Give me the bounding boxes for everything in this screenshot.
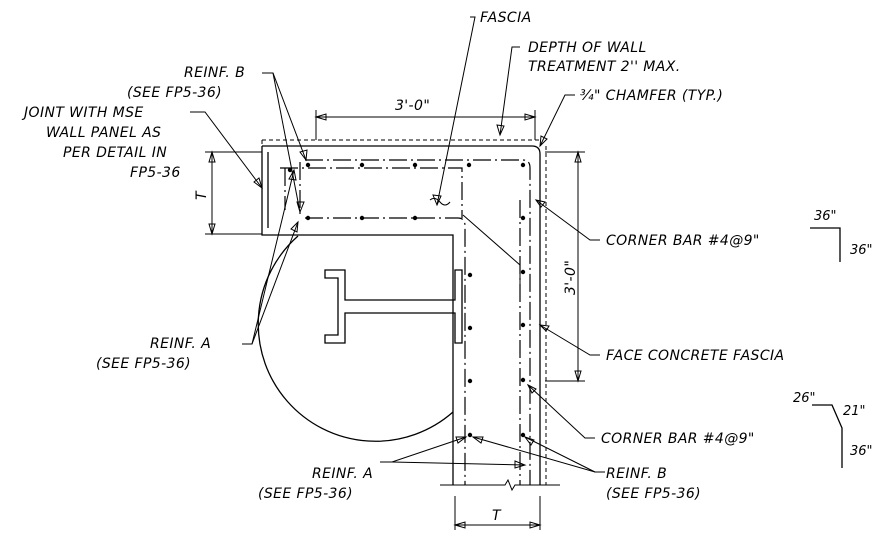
dim-right-label: 3'-0" xyxy=(563,260,579,295)
concrete-fascia-outline xyxy=(261,145,541,485)
rebar-dot xyxy=(520,162,526,168)
rebar-dot xyxy=(520,377,526,383)
rebar-dot xyxy=(412,215,418,221)
reinf-b-top-label-1: REINF. B xyxy=(184,65,245,81)
depth-of-wall-label-2: TREATMENT 2'' MAX. xyxy=(528,59,681,75)
bottom-break-line xyxy=(440,478,560,492)
rebar-dot xyxy=(467,272,473,278)
joint-label-4: FP5-36 xyxy=(130,165,181,181)
rebar-dot xyxy=(520,269,526,275)
rebar-dot xyxy=(466,162,472,168)
rebar-dot xyxy=(467,325,473,331)
bar-lower-top-right-dim: 21" xyxy=(843,404,866,419)
bar-upper-side-dim: 36" xyxy=(850,243,873,258)
rebar-dot xyxy=(412,162,418,168)
rebar-dot xyxy=(287,167,293,173)
reinf-b-top-label-2: (SEE FP5-36) xyxy=(127,85,222,101)
leader-lines xyxy=(190,16,605,473)
reinf-b-bottom-label-2: (SEE FP5-36) xyxy=(606,486,701,502)
rebar-dot xyxy=(359,215,365,221)
joint-label-2: WALL PANEL AS xyxy=(46,125,161,141)
rebar-dot xyxy=(467,432,473,438)
joint-label-1: JOINT WITH MSE xyxy=(21,105,144,121)
rebar-dot xyxy=(520,322,526,328)
reinf-a-left-label-1: REINF. A xyxy=(150,336,211,352)
rebar-dot xyxy=(467,378,473,384)
depth-of-wall-label-1: DEPTH OF WALL xyxy=(528,40,647,56)
steel-beam-and-void xyxy=(257,197,463,442)
bar-lower-side-dim: 36" xyxy=(850,444,873,459)
rebar-dot xyxy=(305,162,311,168)
dim-top-label: 3'-0" xyxy=(395,98,430,114)
joint-label-3: PER DETAIL IN xyxy=(63,145,167,161)
rebar-dot xyxy=(359,162,365,168)
rebar-dots xyxy=(287,162,526,438)
reinf-b-bottom-label-1: REINF. B xyxy=(606,466,667,482)
face-concrete-label: FACE CONCRETE FASCIA xyxy=(606,348,785,364)
corner-bar-upper-label: CORNER BAR #4@9" xyxy=(606,233,760,249)
bar-shape-lower xyxy=(812,404,843,468)
dim-t-bottom-label: T xyxy=(492,508,502,524)
bar-shape-upper xyxy=(810,227,841,262)
fascia-label: FASCIA xyxy=(480,10,532,26)
reinf-a-bottom-label-2: (SEE FP5-36) xyxy=(258,486,353,502)
reinf-a-bottom-label-1: REINF. A xyxy=(312,466,373,482)
reinforcement-bars xyxy=(280,159,531,485)
rebar-dot xyxy=(520,215,526,221)
rebar-dot xyxy=(520,432,526,438)
bar-lower-top-left-dim: 26" xyxy=(793,391,816,406)
rebar-dot xyxy=(305,215,311,221)
corner-bar-lower-label: CORNER BAR #4@9" xyxy=(601,431,755,447)
bar-upper-top-dim: 36" xyxy=(814,209,837,224)
wall-treatment-outline xyxy=(261,139,547,485)
dimension-lines xyxy=(205,110,585,530)
dim-t-left-label: T xyxy=(194,190,210,200)
reinf-a-left-label-2: (SEE FP5-36) xyxy=(96,356,191,372)
chamfer-label: ¾" CHAMFER (TYP.) xyxy=(580,88,723,104)
